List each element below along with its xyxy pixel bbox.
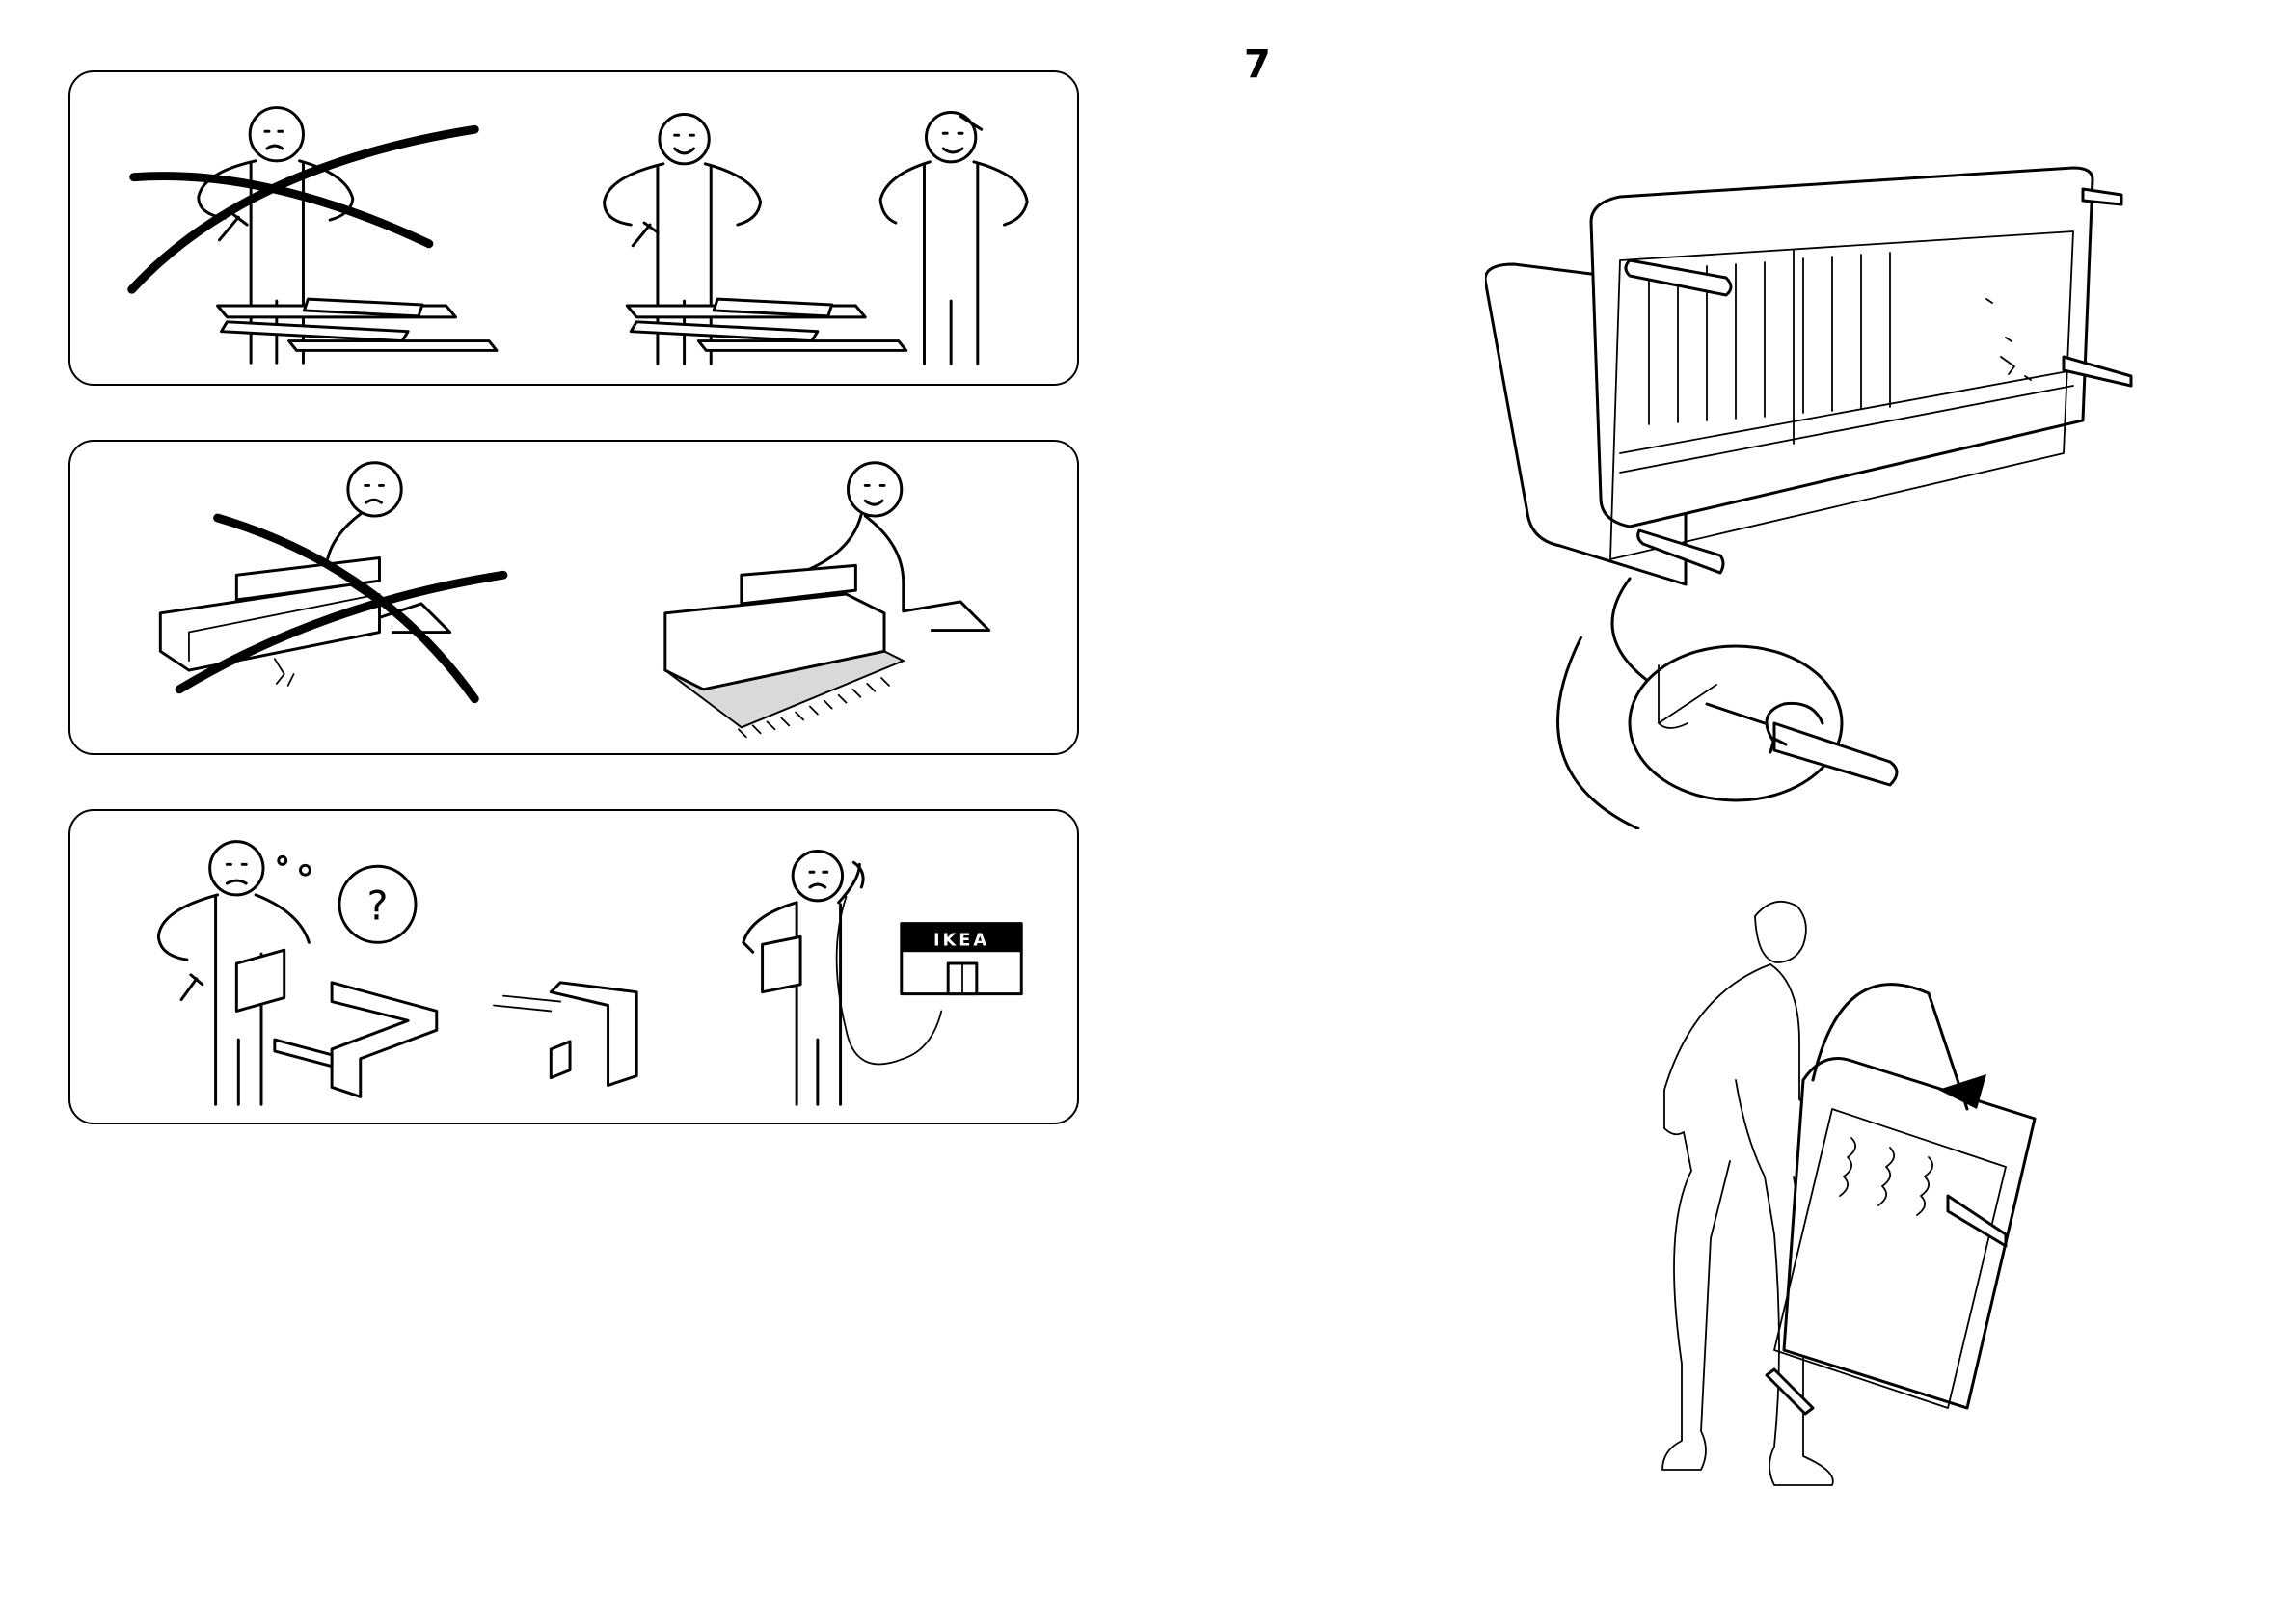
step-number: 7	[1244, 42, 1271, 87]
soft-mat	[665, 565, 904, 737]
boards	[218, 299, 497, 350]
boards-right	[627, 299, 905, 350]
tilted-sofa	[1767, 1059, 2035, 1415]
sofa-upside-down	[1485, 168, 2093, 584]
turn-sofa-illustration	[1581, 887, 2121, 1504]
store-icon: IKEA	[902, 924, 1021, 994]
store-sign-text: IKEA	[933, 931, 989, 950]
confused-person	[158, 842, 310, 1105]
two-people-illustration	[70, 72, 1077, 384]
frame-pieces-left	[275, 983, 437, 1097]
detail-callout	[1558, 579, 1898, 829]
sofa-legs-illustration	[1485, 164, 2160, 829]
frame-pieces-right	[494, 983, 636, 1086]
question-mark-text: ?	[367, 882, 389, 930]
help-illustration: ? IKEA	[70, 811, 1077, 1123]
panel-assemble-with-two-people	[68, 70, 1079, 386]
floor-surface-illustration	[70, 442, 1077, 753]
panel-contact-store: ? IKEA	[68, 809, 1079, 1124]
question-mark-icon: ?	[339, 866, 416, 942]
panel-use-soft-surface	[68, 440, 1079, 755]
